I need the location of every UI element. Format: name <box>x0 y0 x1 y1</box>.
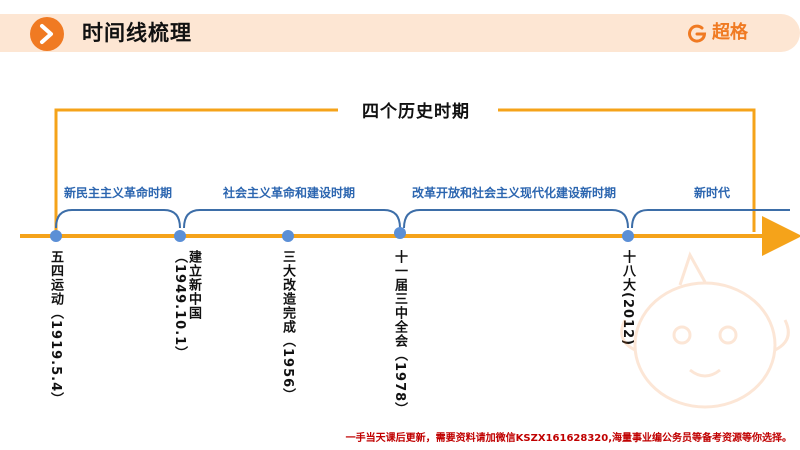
outer-bracket-right <box>498 108 756 232</box>
period-brace-3 <box>403 209 629 229</box>
period-label-4: 新时代 <box>693 186 731 200</box>
page-title: 时间线梳理 <box>82 21 192 45</box>
period-label-2: 社会主义革命和建设时期 <box>222 186 356 200</box>
header-bar <box>0 14 800 52</box>
periods-title: 四个历史时期 <box>362 102 470 122</box>
event-label-1978: 十一届三中全会（1978） <box>392 250 407 417</box>
period-brace-4 <box>631 209 790 229</box>
event-dot-1978 <box>394 227 406 239</box>
brand-g-icon <box>688 24 707 43</box>
brand-name: 超格 <box>712 22 748 43</box>
outer-bracket-left <box>54 108 338 232</box>
event-label-1956: 三大改造完成（1956） <box>280 250 295 403</box>
period-label-3: 改革开放和社会主义现代化建设新时期 <box>411 186 617 200</box>
event-label-1919: 五四运动（1919.5.4） <box>48 250 63 407</box>
period-brace-2 <box>183 209 401 229</box>
header-arrow-badge <box>30 17 64 51</box>
event-dot-1949 <box>174 230 186 242</box>
event-label-2012: 十八大(2012) <box>620 250 635 347</box>
chevron-right-icon <box>40 24 53 44</box>
mascot-watermark <box>620 251 790 409</box>
period-label-1: 新民主主义革命时期 <box>63 186 173 200</box>
footer-notice: 一手当天课后更新，需要资料请加微信KSZX161628320,海量事业编公务员等… <box>345 433 792 444</box>
event-label-1949: 建立新中国（1949.10.1） <box>172 250 201 361</box>
event-dot-1956 <box>282 230 294 242</box>
brand-logo: 超格 <box>686 19 748 47</box>
event-dot-1919 <box>50 230 62 242</box>
period-brace-1 <box>55 209 181 229</box>
event-dot-2012 <box>622 230 634 242</box>
